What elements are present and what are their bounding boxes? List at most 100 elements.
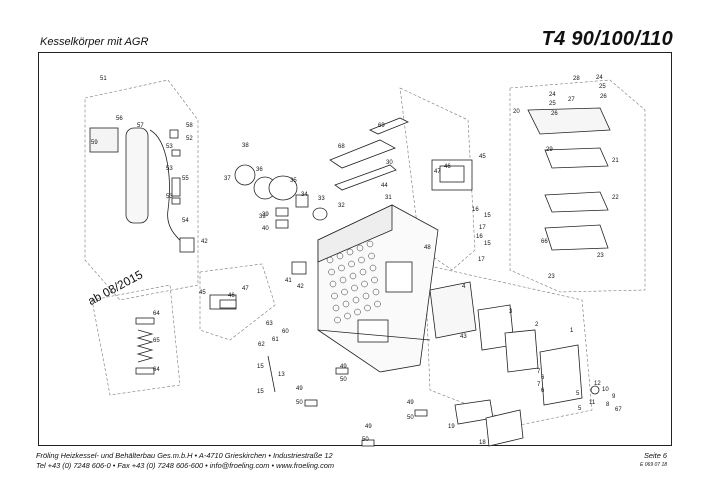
part-label: 5 bbox=[578, 406, 582, 412]
part-label: 16 bbox=[472, 207, 479, 213]
fan-motor bbox=[234, 164, 256, 186]
part-label: 16 bbox=[476, 234, 483, 240]
foot bbox=[335, 367, 349, 375]
part-label: 42 bbox=[297, 284, 304, 290]
foot bbox=[304, 399, 318, 407]
cover-group-outline bbox=[509, 79, 646, 293]
part-label: 61 bbox=[272, 337, 279, 343]
exhaust-pipe bbox=[125, 127, 149, 224]
boiler-ash-opening bbox=[357, 319, 389, 343]
part-label: 1 bbox=[570, 328, 574, 334]
page-number: Seite 6 bbox=[643, 451, 667, 460]
part-label: 18 bbox=[479, 440, 486, 446]
part-label: 23 bbox=[597, 253, 604, 259]
tube-opening bbox=[328, 268, 335, 276]
part-label: 27 bbox=[568, 97, 575, 103]
tube-opening bbox=[369, 264, 377, 272]
tube-opening bbox=[368, 252, 375, 260]
tube-opening bbox=[341, 288, 348, 296]
tube-opening bbox=[371, 276, 378, 284]
spring-cap-bottom bbox=[135, 367, 155, 375]
tube-opening bbox=[334, 316, 341, 324]
part-label: 45 bbox=[479, 154, 486, 160]
pipe-clamp bbox=[171, 149, 181, 157]
pipe-clamp bbox=[171, 197, 181, 205]
spring-cap-top bbox=[135, 317, 155, 325]
tube-opening bbox=[361, 280, 368, 288]
front-panel bbox=[539, 344, 583, 406]
boiler-base bbox=[317, 329, 431, 341]
part-label: 59 bbox=[91, 140, 98, 146]
tube-opening bbox=[364, 304, 371, 312]
fan-flange bbox=[295, 194, 309, 208]
foot bbox=[361, 439, 375, 447]
part-label: 63 bbox=[266, 321, 273, 327]
part-label: 6 bbox=[541, 388, 545, 394]
part-label: 53 bbox=[166, 144, 173, 150]
part-label: 40 bbox=[262, 226, 269, 232]
part-label: 23 bbox=[548, 274, 555, 280]
inspection-gasket bbox=[439, 165, 465, 183]
tube-opening bbox=[348, 260, 355, 268]
door-frame bbox=[504, 329, 539, 373]
part-label: 55 bbox=[182, 176, 189, 182]
part-label: 41 bbox=[285, 278, 292, 284]
tube-opening bbox=[331, 292, 338, 300]
tube-opening bbox=[329, 280, 337, 288]
tube-opening bbox=[372, 288, 380, 296]
top-rail bbox=[329, 139, 396, 169]
part-label: 50 bbox=[296, 400, 303, 406]
part-label: 24 bbox=[596, 75, 603, 81]
part-label: 43 bbox=[460, 334, 467, 340]
fan-housing bbox=[268, 175, 298, 201]
part-label: 47 bbox=[242, 286, 249, 292]
part-label: 49 bbox=[296, 386, 303, 392]
tube-opening bbox=[354, 308, 361, 316]
top-cover-plate bbox=[527, 107, 611, 135]
tube-opening bbox=[339, 276, 347, 284]
part-label: 8 bbox=[606, 402, 610, 408]
tube-opening bbox=[374, 300, 381, 308]
part-label: 49 bbox=[340, 364, 347, 370]
part-label: 69 bbox=[378, 123, 385, 129]
tube-opening bbox=[344, 312, 351, 320]
part-label: 39 bbox=[259, 214, 266, 220]
part-label: 25 bbox=[549, 101, 556, 107]
ash-pan bbox=[485, 409, 524, 447]
part-label: 2 bbox=[535, 322, 539, 328]
part-label: 37 bbox=[224, 176, 231, 182]
flue-box bbox=[89, 127, 119, 153]
part-label: 11 bbox=[589, 400, 596, 406]
part-label: 38 bbox=[242, 143, 249, 149]
part-label: 19 bbox=[448, 424, 455, 430]
part-label: 30 bbox=[386, 160, 393, 166]
part-label: 64 bbox=[153, 367, 160, 373]
front-group-outline bbox=[424, 264, 593, 426]
part-label: 22 bbox=[612, 195, 619, 201]
flange bbox=[179, 237, 195, 253]
boiler-door-opening bbox=[385, 261, 413, 293]
tube-opening bbox=[352, 296, 360, 304]
part-label: 45 bbox=[199, 290, 206, 296]
front-door bbox=[429, 281, 477, 339]
part-label: 6 bbox=[541, 375, 545, 381]
part-label: 24 bbox=[549, 92, 556, 98]
part-label: 50 bbox=[362, 437, 369, 443]
part-label: 5 bbox=[576, 391, 580, 397]
part-label: 15 bbox=[257, 389, 264, 395]
part-number-labels: 5156575958535253555354423937383635343332… bbox=[91, 75, 622, 446]
fan-plate bbox=[275, 219, 289, 229]
part-label: 53 bbox=[166, 194, 173, 200]
top-rail-lower bbox=[334, 164, 397, 191]
tube-opening bbox=[336, 252, 344, 260]
door-group-outline bbox=[199, 263, 276, 341]
part-label: 13 bbox=[278, 372, 285, 378]
part-label: 51 bbox=[100, 76, 107, 82]
tube-opening bbox=[356, 244, 364, 252]
part-label: 28 bbox=[573, 76, 580, 82]
part-label: 68 bbox=[338, 144, 345, 150]
part-label: 4 bbox=[462, 284, 466, 290]
door-plate bbox=[291, 261, 307, 275]
part-label: 58 bbox=[186, 123, 193, 129]
